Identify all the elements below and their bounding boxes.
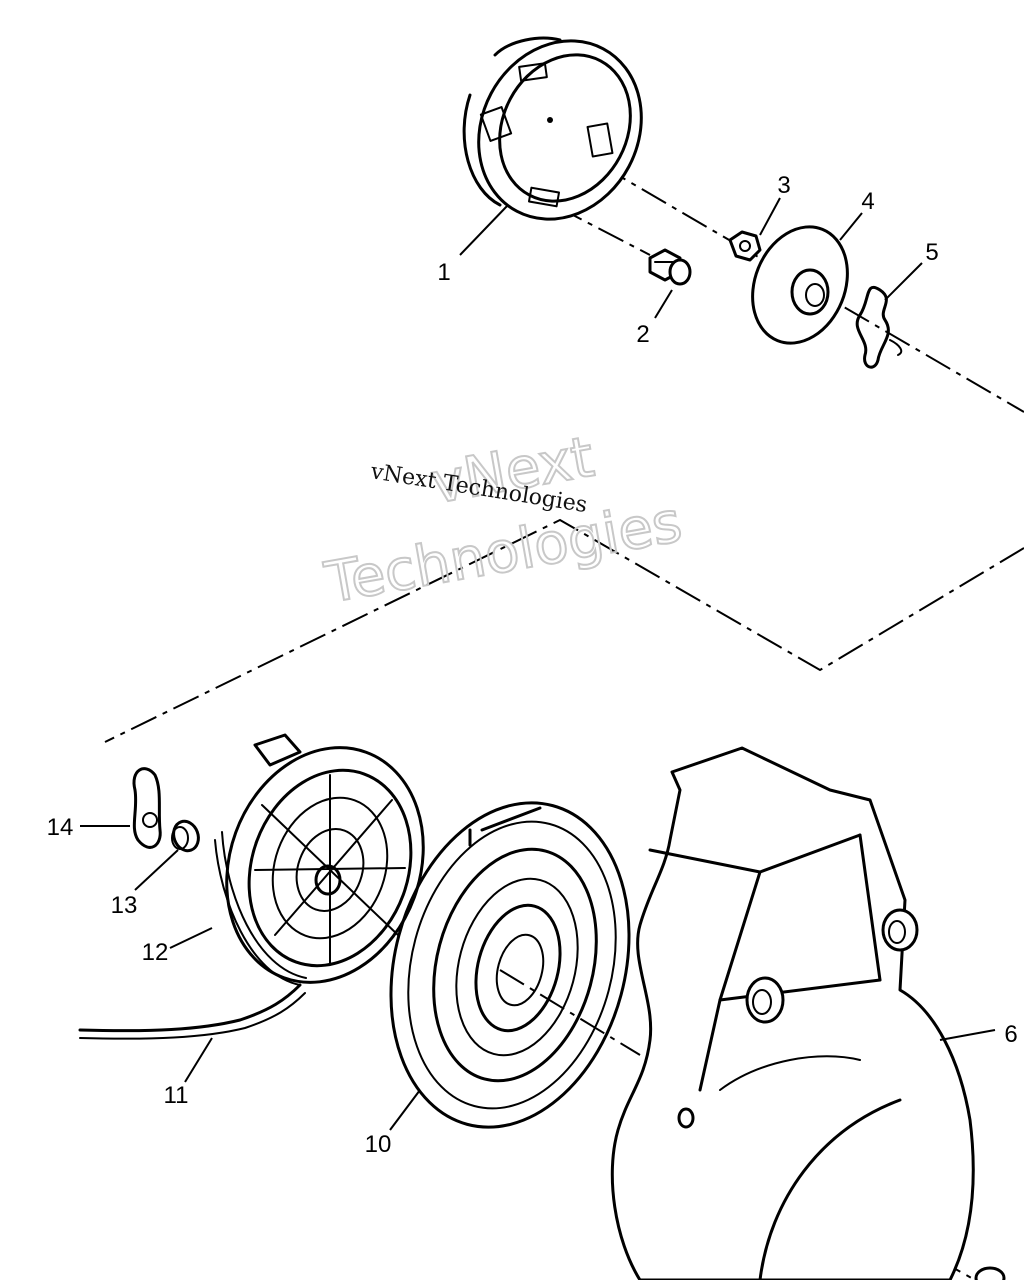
callout-4: 4: [861, 188, 874, 215]
part-pulley: [214, 733, 425, 986]
part-recoil-spring: [389, 801, 631, 1129]
part-starter-cup: [462, 36, 643, 221]
watermark: vNext Technologies vNext Technologies: [319, 424, 688, 618]
callout-labels: 1 2 3 4 5 6 10 11 12 13 14: [47, 172, 1018, 1158]
callout-3: 3: [777, 172, 790, 199]
callout-1: 1: [437, 259, 450, 286]
part-drive-plate: [751, 225, 849, 345]
part-pawl: [132, 767, 162, 849]
callout-5: 5: [925, 239, 938, 266]
part-pawl-spring: [171, 819, 200, 853]
callout-2: 2: [636, 321, 649, 348]
watermark-large-line2: Technologies: [320, 490, 687, 617]
part-bolt: [648, 248, 692, 286]
callout-14: 14: [47, 814, 74, 841]
callout-6: 6: [1004, 1021, 1017, 1048]
part-spring-clip: [855, 286, 903, 369]
part-starter-rope: [78, 983, 306, 1040]
callout-11: 11: [164, 1082, 189, 1109]
part-nut: [728, 230, 762, 262]
callout-12: 12: [142, 939, 169, 966]
callout-13: 13: [111, 892, 138, 919]
callout-10: 10: [365, 1131, 392, 1158]
leader-lines: [80, 197, 996, 1131]
part-housing: [610, 746, 1006, 1280]
